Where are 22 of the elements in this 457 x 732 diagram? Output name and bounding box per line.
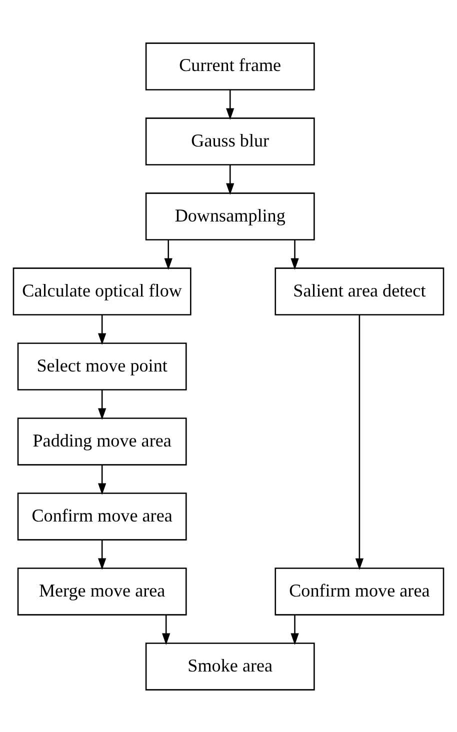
- node-box: Select move point: [17, 342, 187, 390]
- arrow: [98, 539, 106, 570]
- arrow: [164, 239, 172, 270]
- arrow: [98, 464, 106, 494]
- node-box: Current frame: [145, 42, 315, 90]
- arrow: [98, 389, 106, 420]
- node-box: Calculate optical flow: [12, 267, 192, 315]
- node-box: Padding move area: [17, 417, 187, 465]
- node-box: Confirm move area: [17, 492, 187, 540]
- node-box: Confirm move area: [274, 567, 444, 615]
- arrow: [162, 614, 170, 644]
- node-box: Salient area detect: [274, 267, 444, 315]
- node-box: Smoke area: [145, 642, 315, 690]
- node-box: Downsampling: [145, 192, 315, 240]
- arrow: [355, 314, 364, 570]
- arrow: [290, 239, 299, 270]
- arrow: [226, 89, 234, 120]
- arrow: [226, 164, 234, 194]
- arrow: [98, 314, 106, 344]
- arrow: [290, 614, 299, 644]
- node-box: Merge move area: [17, 567, 187, 615]
- node-box: Gauss blur: [145, 117, 315, 165]
